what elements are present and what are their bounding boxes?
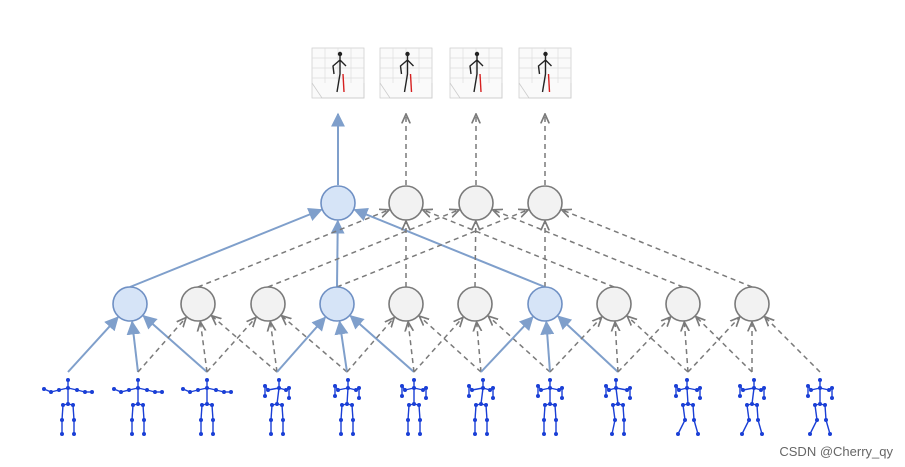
- input-skeleton: [42, 378, 94, 436]
- edge-input-to-layer1: [142, 314, 208, 373]
- edge-layer1-to-layer2: [129, 207, 323, 288]
- input-skeleton: [112, 378, 164, 436]
- layer2-node: [388, 185, 424, 221]
- edge-input-to-layer1: [477, 322, 481, 373]
- edge-input-to-layer1: [200, 322, 208, 373]
- layer1-node: [596, 286, 632, 322]
- edge-layer1-to-layer2: [475, 221, 476, 288]
- layer1-node: [457, 286, 493, 322]
- edge-input-to-layer1: [540, 320, 555, 373]
- output-pose-3d: [379, 47, 433, 99]
- edge-layer1-to-layer2: [353, 208, 546, 288]
- edge-input-to-layer1: [684, 322, 688, 373]
- edge-input-to-layer1: [488, 316, 551, 373]
- input-skeleton: [400, 378, 428, 436]
- edge-input-to-layer1: [206, 317, 256, 373]
- edge-layer1-to-layer2: [336, 210, 528, 288]
- output-3d-poses: [311, 47, 572, 99]
- edge-input-to-layer1: [549, 317, 602, 373]
- layer2-node: [458, 185, 494, 221]
- layer1-node: [734, 286, 770, 322]
- input-skeleton: [263, 378, 291, 436]
- edge-input-to-layer1: [615, 322, 618, 373]
- output-pose-3d: [311, 47, 365, 99]
- input-skeleton: [604, 378, 632, 436]
- edge-input-to-layer1: [126, 320, 141, 373]
- input-skeleton: [536, 378, 564, 436]
- input-skeleton: [467, 378, 495, 436]
- layer1-node: [319, 286, 355, 322]
- edge-input-to-layer1: [765, 317, 821, 373]
- conv-nodes: [112, 185, 770, 322]
- edge-layer1-to-layer2: [423, 210, 615, 288]
- layer1-node: [388, 286, 424, 322]
- output-pose-3d: [449, 47, 503, 99]
- input-skeleton: [674, 378, 702, 436]
- layer1-node: [665, 286, 701, 322]
- watermark-text: CSDN @Cherry_qy: [779, 444, 893, 459]
- layer1-node: [112, 286, 148, 322]
- layer2-node: [320, 185, 356, 221]
- edge-input-to-layer1: [419, 316, 482, 373]
- edge-input-to-layer1: [408, 322, 415, 373]
- connection-edges: [67, 112, 821, 373]
- edge-input-to-layer1: [270, 322, 278, 373]
- edge-input-to-layer1: [413, 317, 463, 373]
- input-skeleton: [333, 378, 361, 436]
- edge-input-to-layer1: [346, 318, 394, 373]
- edge-input-to-layer1: [67, 316, 119, 373]
- edge-input-to-layer1: [617, 317, 671, 373]
- layer2-node: [527, 185, 563, 221]
- layer1-node: [180, 286, 216, 322]
- edge-layer1-to-layer2: [562, 210, 753, 288]
- input-skeletons: [42, 378, 834, 436]
- edge-layer1-to-layer2: [330, 219, 345, 288]
- layer1-node: [250, 286, 286, 322]
- edge-input-to-layer1: [687, 317, 740, 373]
- edge-layer1-to-layer2: [493, 210, 684, 288]
- edge-input-to-layer1: [557, 315, 619, 373]
- layer1-node: [527, 286, 563, 322]
- edge-input-to-layer1: [212, 316, 278, 373]
- edge-input-to-layer1: [276, 316, 327, 373]
- output-pose-3d: [518, 47, 572, 99]
- edge-layer1-to-layer2: [267, 210, 459, 288]
- edge-input-to-layer1: [349, 314, 415, 373]
- edge-input-to-layer1: [282, 316, 348, 373]
- input-skeleton: [806, 378, 834, 436]
- edge-input-to-layer1: [480, 316, 534, 373]
- edge-input-to-layer1: [696, 317, 753, 373]
- edge-input-to-layer1: [334, 320, 349, 373]
- edge-input-to-layer1: [137, 317, 186, 373]
- input-skeleton: [181, 378, 233, 436]
- edge-layer1-to-layer2: [197, 210, 389, 288]
- edge-input-to-layer1: [627, 316, 689, 373]
- input-skeleton: [738, 378, 766, 436]
